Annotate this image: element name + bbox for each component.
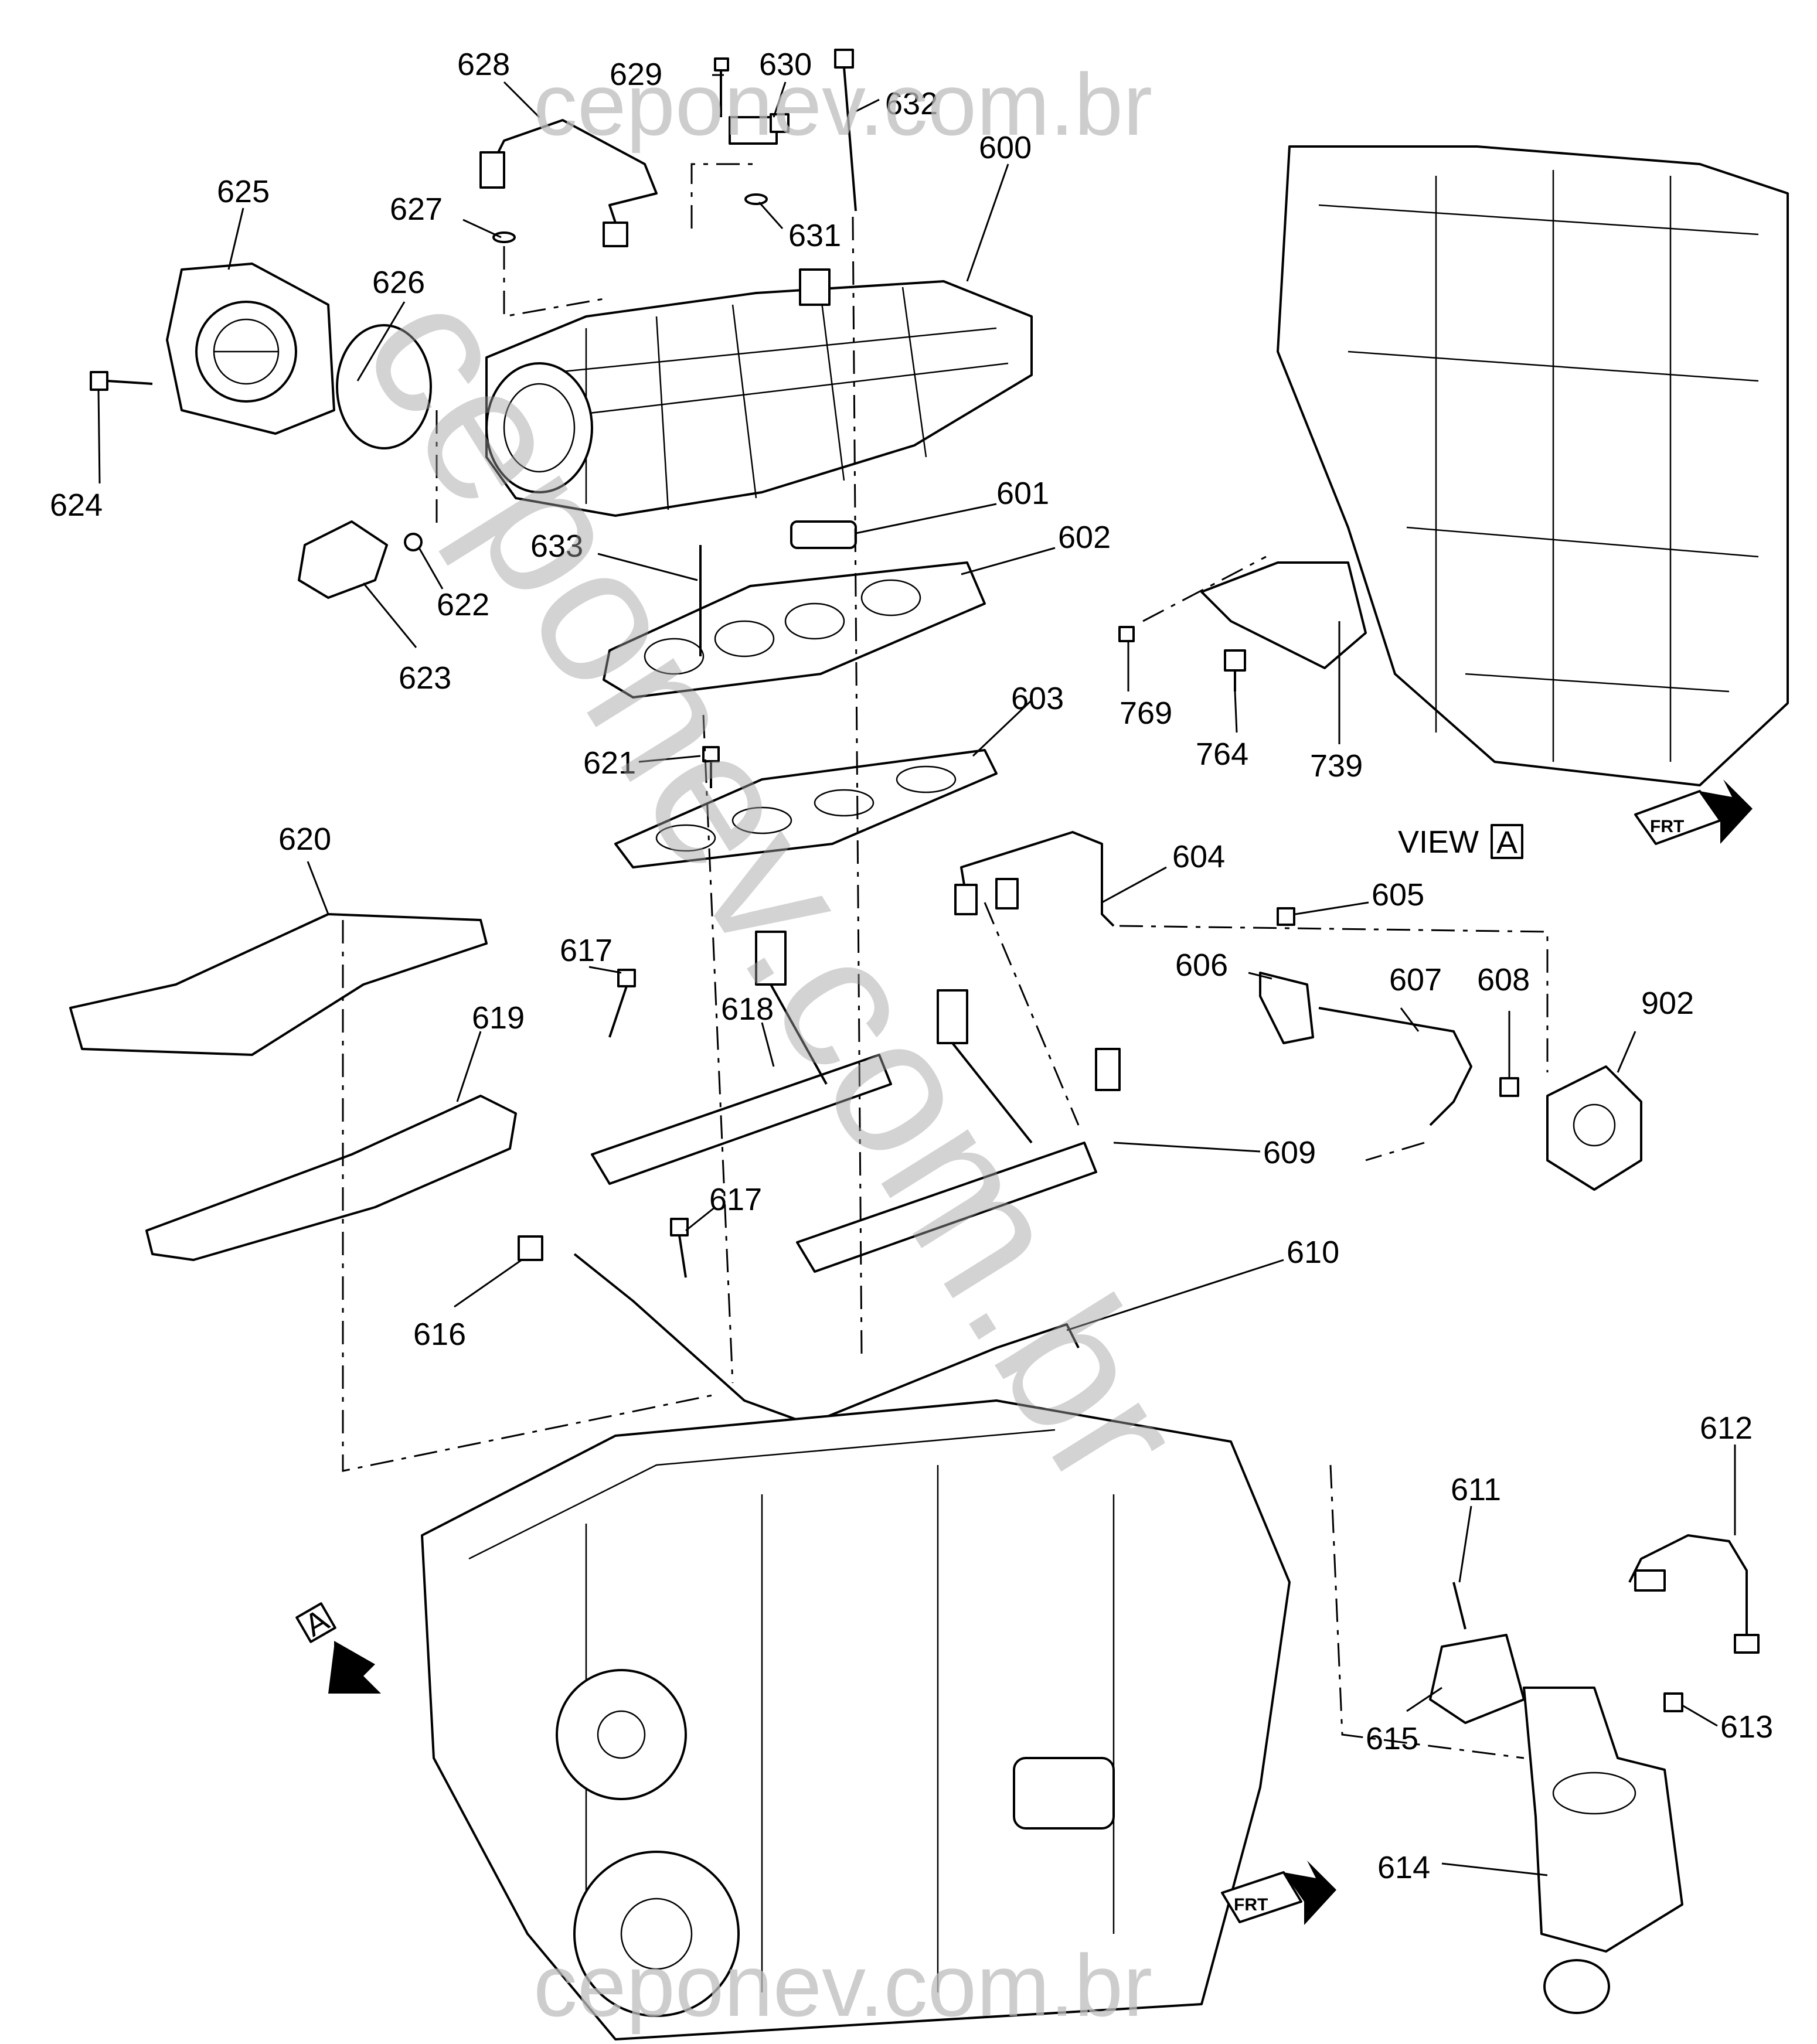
callout-612: 612 — [1700, 1411, 1753, 1446]
oxygen-sensor — [1628, 1534, 1760, 1654]
callout-622: 622 — [437, 587, 489, 622]
fuel-feed-fitting — [954, 884, 978, 915]
fuel-feed-pipe — [960, 831, 1115, 927]
assembly-lines — [342, 163, 1549, 1759]
callout-619: 619 — [472, 1000, 525, 1035]
callout-608: 608 — [1477, 962, 1530, 997]
leader-lines — [97, 74, 1736, 1876]
purge-solenoid — [298, 520, 423, 599]
lower-manifold-bolt — [702, 746, 720, 788]
high-pressure-fuel-pump — [1546, 1065, 1642, 1191]
bracket-bolt-605 — [1277, 907, 1295, 926]
map-sensor — [714, 57, 790, 205]
callout-769: 769 — [1120, 696, 1172, 731]
callout-602: 602 — [1058, 520, 1111, 555]
callout-739: 739 — [1310, 748, 1363, 783]
watermark-bottom: ceponev.com.br — [533, 1936, 1152, 2035]
callout-611: 611 — [1451, 1472, 1501, 1507]
callout-627: 627 — [390, 192, 443, 227]
callout-620: 620 — [278, 822, 331, 857]
intake-manifold — [485, 268, 1033, 517]
callout-613: 613 — [1720, 1709, 1773, 1745]
callout-labels: 628 629 630 632 600 625 627 631 626 624 … — [50, 47, 1773, 1885]
callout-615: 615 — [1366, 1721, 1418, 1756]
callout-621: 621 — [583, 745, 636, 781]
callout-616: 616 — [413, 1317, 466, 1352]
bolt-769 — [1118, 626, 1135, 642]
callout-618: 618 — [721, 992, 774, 1027]
view-letter: A — [1496, 825, 1517, 860]
callout-617a: 617 — [560, 933, 613, 968]
pipe-bracket — [1259, 972, 1314, 1044]
callout-604: 604 — [1172, 839, 1225, 874]
front-marker-upper-text: FRT — [1650, 817, 1684, 836]
fuel-rail-bolt-upper — [608, 969, 636, 1038]
callout-632: 632 — [885, 86, 938, 121]
intake-manifold-lower — [603, 561, 986, 699]
callout-605: 605 — [1372, 877, 1424, 912]
callout-629: 629 — [610, 57, 662, 92]
exhaust-stud — [1452, 1582, 1466, 1630]
callout-614: 614 — [1377, 1850, 1430, 1885]
exhaust-nut — [1663, 1692, 1683, 1712]
front-marker-lower-text: FRT — [1234, 1895, 1268, 1914]
bracket-739 — [1200, 561, 1367, 669]
fuel-rail-bolt-lower — [670, 1218, 689, 1278]
callout-624: 624 — [50, 488, 103, 523]
view-letter-box — [1491, 824, 1523, 859]
engine-cover-plate — [69, 913, 488, 1056]
fuel-rail-left — [591, 931, 892, 1185]
quick-connector — [518, 1235, 543, 1261]
front-marker-upper: FRT — [1634, 779, 1753, 845]
callout-628: 628 — [457, 47, 510, 82]
callout-631: 631 — [788, 218, 841, 253]
view-direction-arrow: A — [295, 1602, 381, 1694]
callout-764: 764 — [1196, 737, 1248, 772]
callout-625: 625 — [217, 174, 270, 209]
pcv-connector — [603, 222, 628, 247]
exhaust-gasket — [1429, 1634, 1525, 1724]
callout-600: 600 — [979, 130, 1032, 165]
callout-623: 623 — [399, 660, 451, 696]
view-label-text: VIEW — [1398, 825, 1479, 860]
bracket-bolt-608 — [1499, 1077, 1519, 1097]
pcv-fitting — [479, 151, 505, 189]
watermark-top: ceponev.com.br — [533, 55, 1152, 154]
intake-gasket — [614, 749, 998, 868]
catalytic-converter — [1523, 1687, 1683, 2014]
intake-gasket-small — [790, 520, 857, 549]
throttle-body — [166, 263, 335, 435]
engine-block — [421, 1399, 1291, 2040]
fuel-rail-right — [796, 989, 1121, 1273]
throttle-body-bolt — [90, 371, 153, 391]
callout-902: 902 — [1641, 986, 1694, 1021]
fuel-feed-fitting-2 — [995, 878, 1019, 909]
callout-606: 606 — [1175, 948, 1228, 983]
callout-609: 609 — [1263, 1135, 1316, 1170]
callout-633: 633 — [530, 529, 583, 564]
pcv-tube — [485, 119, 658, 223]
callout-601: 601 — [996, 476, 1049, 511]
callout-626: 626 — [372, 265, 425, 300]
view-a-engine — [1277, 145, 1789, 786]
throttle-body-seal — [336, 324, 432, 449]
callout-610: 610 — [1287, 1235, 1339, 1270]
heat-shield — [145, 1095, 517, 1261]
callout-617b: 617 — [709, 1182, 762, 1217]
view-a-label: VIEW A — [1398, 824, 1523, 860]
callout-607: 607 — [1389, 962, 1442, 997]
callout-603: 603 — [1011, 681, 1064, 716]
bolt-764 — [1224, 649, 1246, 691]
front-marker-lower: FRT — [1221, 1861, 1336, 1925]
pcv-o-ring — [492, 231, 516, 243]
manifold-stud — [834, 49, 857, 212]
high-pressure-fuel-pipe — [1318, 1007, 1472, 1126]
callout-630: 630 — [759, 47, 812, 82]
